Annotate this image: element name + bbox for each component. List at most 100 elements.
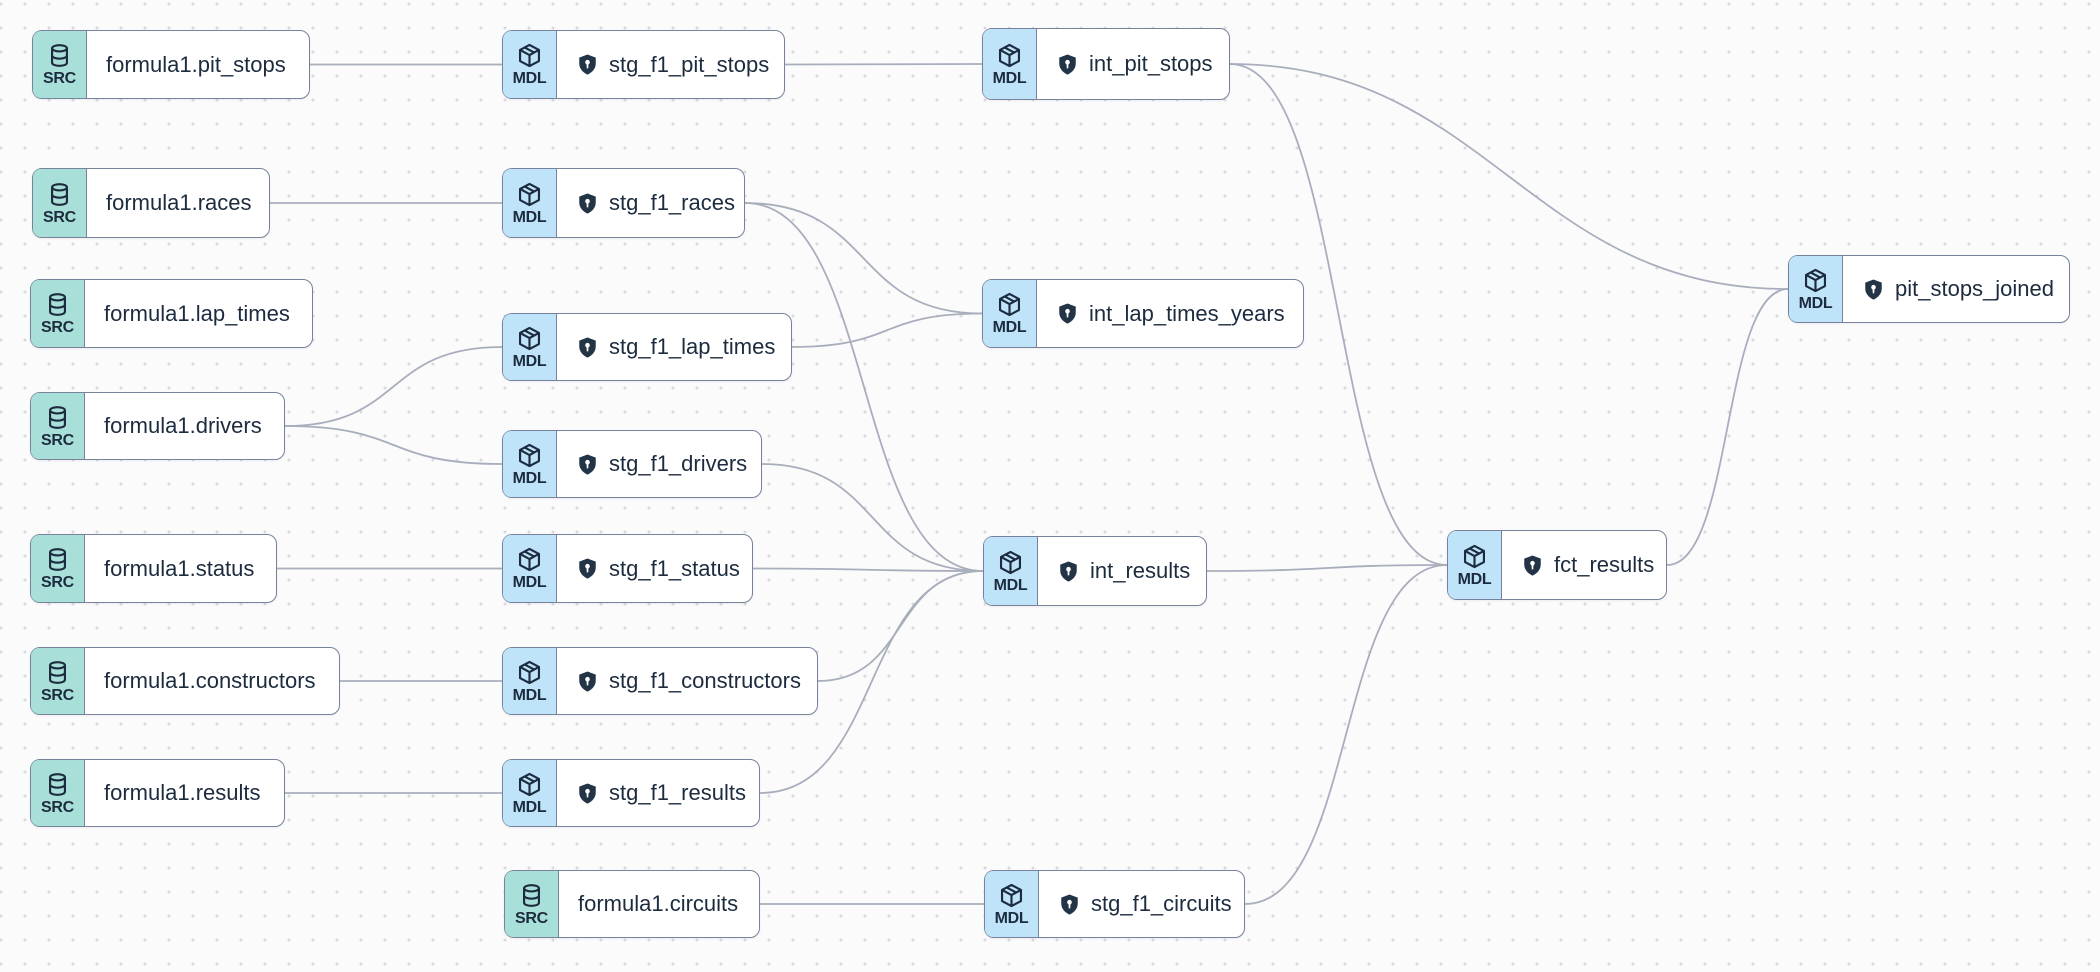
edge-int_pit_stops-to-fct_results [1229,63,1448,566]
badge-label: MDL [512,469,547,487]
node-stg_f1_results[interactable]: MDL stg_f1_results [502,759,760,827]
database-icon [49,405,66,429]
model-badge: MDL [1448,531,1502,599]
cube-icon [518,443,541,467]
badge-label: MDL [992,69,1027,87]
shield-lock-icon [1059,303,1076,324]
node-stg_f1_drivers[interactable]: MDL stg_f1_drivers [502,430,762,498]
node-stg_f1_circuits[interactable]: MDL stg_f1_circuits [984,870,1245,938]
cube-icon [998,43,1021,67]
node-label: formula1.results [104,780,261,805]
model-badge: MDL [983,280,1037,347]
database-icon [49,772,66,796]
node-formula1.drivers[interactable]: SRC formula1.drivers [30,392,285,460]
badge-label: SRC [41,431,74,449]
cube-icon [518,43,541,68]
badge-label: SRC [43,208,76,226]
source-badge: SRC [31,760,85,826]
edge-stg_f1_lap_times-to-int_lap_times_years [791,312,983,348]
node-label: stg_f1_results [609,780,746,805]
model-badge: MDL [1789,256,1843,322]
model-badge: MDL [503,648,557,714]
node-label: stg_f1_status [609,555,740,581]
node-formula1.races[interactable]: SRC formula1.races [32,168,270,238]
node-label: stg_f1_circuits [1091,891,1232,916]
cube-icon [1463,544,1486,568]
node-label: int_pit_stops [1089,51,1213,76]
source-badge: SRC [33,31,87,98]
shield-lock-icon [579,193,596,214]
badge-label: SRC [41,686,74,704]
node-label: stg_f1_lap_times [609,334,776,359]
database-icon [49,293,66,316]
source-badge: SRC [505,871,559,937]
edge-int_pit_stops-to-pit_stops_joined [1229,63,1789,290]
model-badge: MDL [503,31,557,98]
shield-lock-icon [579,671,596,692]
node-label: int_results [1090,558,1191,583]
source-badge: SRC [33,169,87,237]
badge-label: MDL [512,352,547,370]
edge-stg_f1_circuits-to-fct_results [1244,564,1448,905]
edge-stg_f1_races-to-int_results [744,202,984,572]
model-badge: MDL [503,431,557,497]
source-badge: SRC [31,280,85,347]
node-formula1.lap_times[interactable]: SRC formula1.lap_times [30,279,313,348]
database-icon [523,883,540,907]
node-int_results[interactable]: MDL int_results [983,536,1207,606]
node-label: pit_stops_joined [1895,276,2055,301]
node-stg_f1_status[interactable]: MDL stg_f1_status [502,534,753,603]
node-label: stg_f1_pit_stops [609,51,770,77]
source-badge: SRC [31,648,85,714]
node-label: fct_results [1554,552,1655,577]
node-int_pit_stops[interactable]: MDL int_pit_stops [982,28,1230,100]
model-badge: MDL [503,314,557,380]
node-label: formula1.drivers [104,413,262,438]
shield-lock-icon [1524,555,1541,576]
node-label: formula1.pit_stops [106,51,286,77]
node-stg_f1_constructors[interactable]: MDL stg_f1_constructors [502,647,818,715]
node-formula1.circuits[interactable]: SRC formula1.circuits [504,870,760,938]
model-badge: MDL [984,537,1038,605]
node-stg_f1_pit_stops[interactable]: MDL stg_f1_pit_stops [502,30,785,99]
badge-label: MDL [1457,570,1492,588]
model-badge: MDL [503,760,557,826]
database-icon [51,44,68,67]
cube-icon [1000,883,1023,907]
database-icon [51,182,68,206]
badge-label: MDL [993,576,1028,594]
node-fct_results[interactable]: MDL fct_results [1447,530,1667,600]
node-formula1.status[interactable]: SRC formula1.status [30,534,277,603]
node-stg_f1_races[interactable]: MDL stg_f1_races [502,168,745,238]
node-label: stg_f1_constructors [609,668,801,693]
node-stg_f1_lap_times[interactable]: MDL stg_f1_lap_times [502,313,792,381]
cube-icon [518,182,541,206]
node-formula1.constructors[interactable]: SRC formula1.constructors [30,647,340,715]
edge-formula1.drivers-to-stg_f1_lap_times [284,346,503,427]
cube-icon [518,326,541,350]
badge-label: MDL [1798,294,1833,312]
node-label: formula1.races [106,190,252,215]
node-label: stg_f1_races [609,190,735,215]
shield-lock-icon [1061,894,1078,915]
badge-label: SRC [515,909,548,927]
node-pit_stops_joined[interactable]: MDL pit_stops_joined [1788,255,2070,323]
source-badge: SRC [31,535,85,602]
badge-label: MDL [512,686,547,704]
node-label: int_lap_times_years [1089,300,1285,326]
model-badge: MDL [985,871,1039,937]
cube-icon [1804,268,1827,292]
node-int_lap_times_years[interactable]: MDL int_lap_times_years [982,279,1304,348]
badge-label: MDL [512,574,547,591]
badge-label: MDL [992,319,1027,336]
shield-lock-icon [1865,279,1882,300]
node-label: formula1.constructors [104,668,316,693]
badge-label: MDL [994,909,1029,927]
node-formula1.results[interactable]: SRC formula1.results [30,759,285,827]
shield-lock-icon [579,558,596,579]
node-formula1.pit_stops[interactable]: SRC formula1.pit_stops [32,30,310,99]
database-icon [49,660,66,684]
edge-stg_f1_drivers-to-int_results [761,463,984,572]
